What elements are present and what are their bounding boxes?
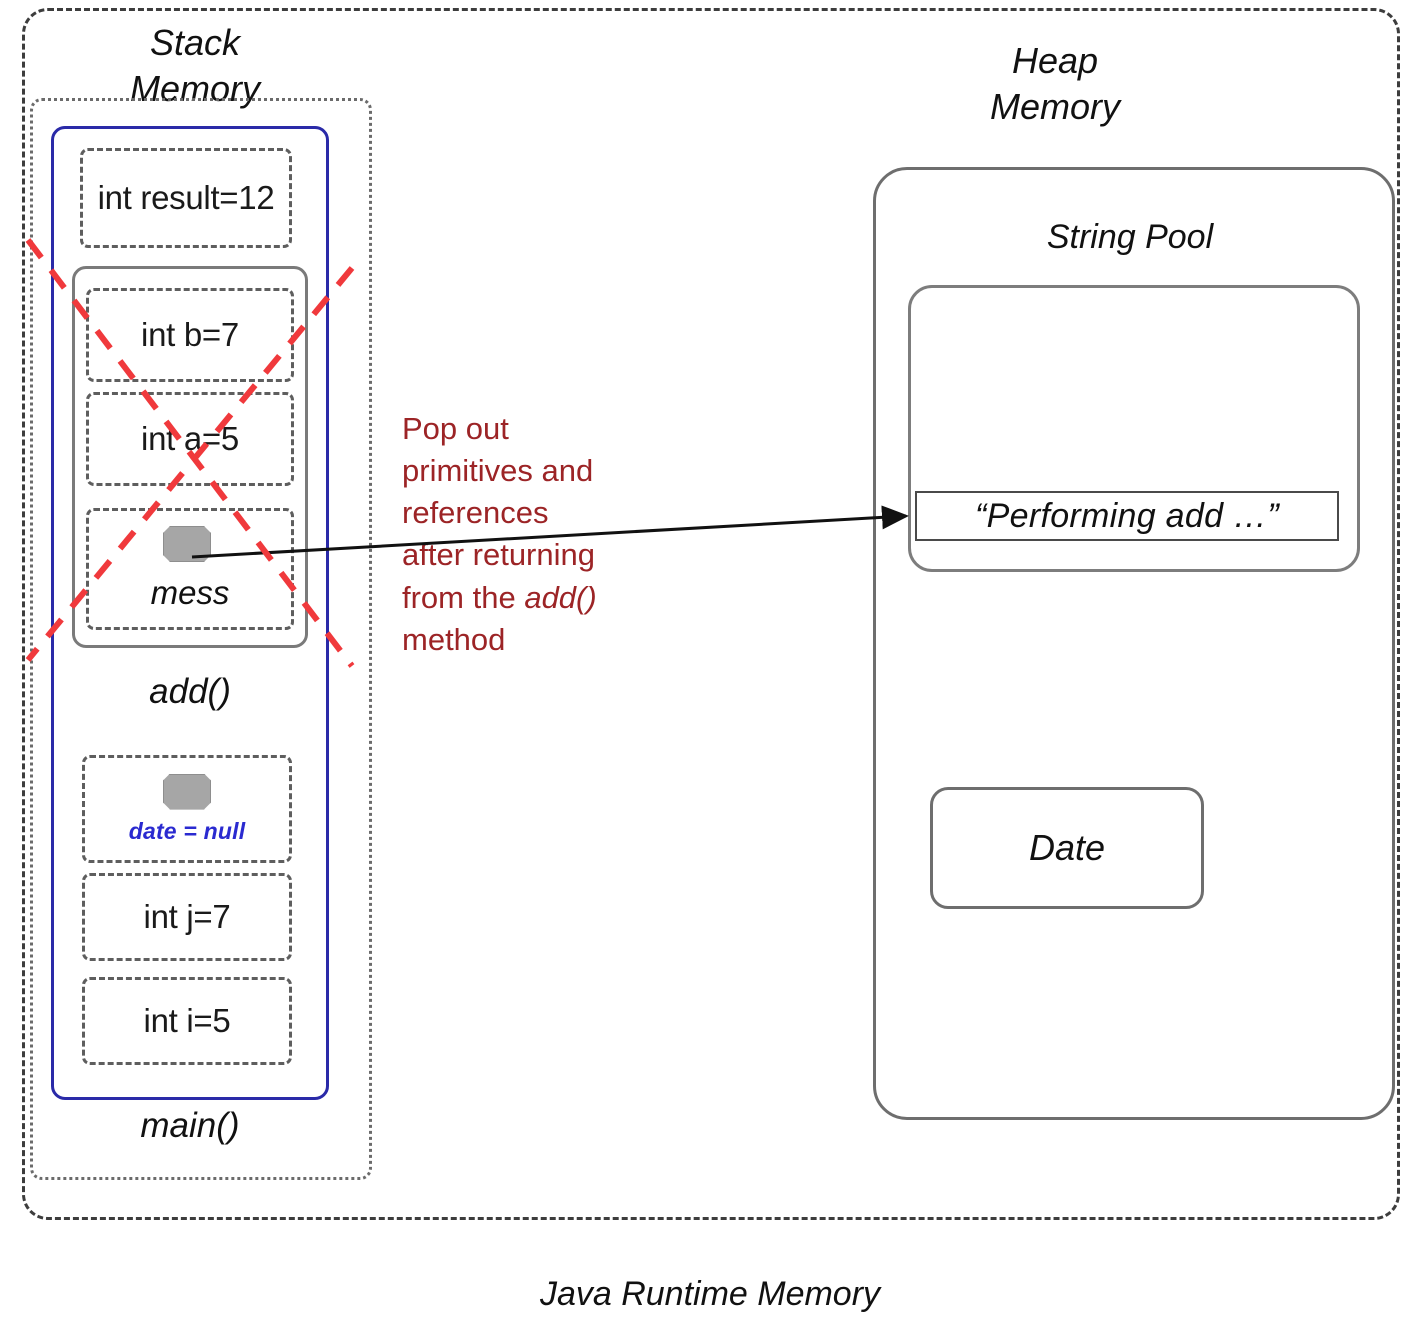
stack-slot-b: int b=7 — [86, 288, 294, 382]
stack-slot-mess: mess — [86, 508, 294, 630]
date-object-label: Date — [1028, 827, 1106, 868]
stack-slot-i: int i=5 — [82, 977, 292, 1065]
reference-chip-icon — [163, 774, 211, 810]
reference-chip-icon — [163, 526, 211, 562]
annotation-line-2: primitives and — [402, 453, 594, 489]
annotation-method-name: add() — [524, 579, 597, 615]
stack-slot-mess-label: mess — [150, 574, 230, 611]
pop-out-annotation: Pop out primitives and references after … — [402, 408, 634, 661]
stack-slot-j: int j=7 — [82, 873, 292, 961]
stack-memory-title: Stack Memory — [129, 22, 260, 110]
annotation-line-4: after returning — [402, 537, 595, 573]
main-frame-caption: main() — [140, 1106, 240, 1145]
stack-slot-result-label: int result=12 — [97, 178, 275, 216]
stack-slot-result: int result=12 — [80, 148, 292, 248]
add-frame-caption: add() — [149, 672, 231, 711]
heap-memory-title: Heap Memory — [989, 40, 1120, 128]
string-literal-box: “Performing add …” — [915, 491, 1339, 541]
stack-slot-b-label: int b=7 — [141, 315, 239, 353]
stack-slot-date: date = null — [82, 755, 292, 863]
stack-slot-a: int a=5 — [86, 392, 294, 486]
date-object-box: Date — [930, 787, 1204, 909]
string-pool-title: String Pool — [1046, 218, 1214, 256]
annotation-line-1: Pop out — [402, 411, 509, 446]
annotation-line-3: references — [402, 495, 549, 531]
stack-slot-j-label: int j=7 — [143, 897, 231, 935]
java-runtime-memory-frame — [22, 8, 1400, 1220]
stack-slot-i-label: int i=5 — [143, 1001, 231, 1039]
stack-slot-date-label: date = null — [128, 817, 246, 844]
annotation-line-6: method — [402, 621, 506, 657]
figure-caption: Java Runtime Memory — [539, 1275, 881, 1313]
string-literal-text: “Performing add …” — [975, 496, 1279, 535]
stack-slot-a-label: int a=5 — [141, 419, 239, 457]
annotation-line-5-prefix: from the — [402, 579, 525, 615]
